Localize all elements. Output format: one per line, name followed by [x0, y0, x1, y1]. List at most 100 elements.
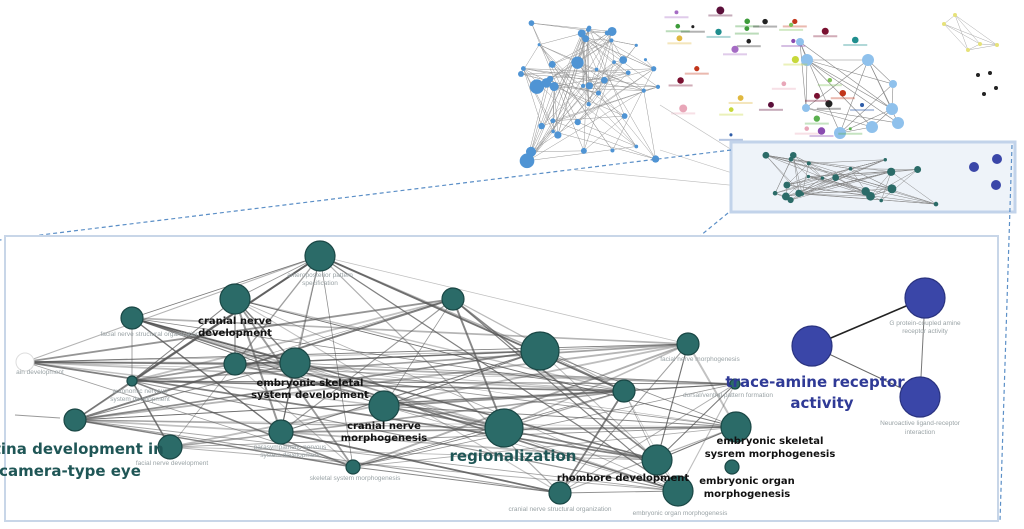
overview-node [580, 83, 586, 89]
node-brain-dev[interactable] [15, 352, 35, 372]
node-facial-nerve-struct[interactable] [120, 306, 144, 330]
overview-edge [520, 73, 599, 94]
overview-edge [643, 90, 656, 160]
edge [234, 343, 689, 365]
overview-node [604, 30, 610, 36]
node-retina[interactable] [63, 408, 87, 432]
edge [234, 298, 354, 468]
overview-node [744, 26, 750, 31]
overview-node [655, 84, 661, 89]
overview-node [554, 131, 562, 139]
overview-node [801, 54, 813, 66]
overview-label-placeholder [684, 72, 709, 75]
overview-node [625, 70, 631, 76]
edge [383, 405, 737, 428]
edge [280, 350, 541, 433]
overview-node [914, 166, 922, 173]
edge [131, 380, 171, 448]
edge [656, 343, 689, 461]
node-facial-morph[interactable] [676, 332, 700, 356]
overview-node [619, 56, 628, 64]
overview-node [675, 23, 681, 29]
edge [677, 383, 736, 492]
node-unlabeled-3[interactable] [612, 379, 636, 403]
node-unlabeled-1[interactable] [223, 352, 247, 376]
overview-edge [604, 72, 629, 81]
overview-label-placeholder [813, 35, 838, 38]
overview-node [827, 77, 833, 83]
edge [24, 361, 236, 365]
overview-edge [786, 163, 810, 186]
edge [234, 363, 354, 468]
overview-edge [799, 41, 893, 110]
node-gpcr-amine[interactable] [904, 277, 946, 319]
overview-node [548, 60, 556, 68]
node-cranial-nerve-dev[interactable] [219, 283, 251, 315]
overview-node [610, 148, 615, 153]
overview-edge [870, 169, 918, 197]
overview-edge [585, 38, 654, 69]
edge [539, 350, 658, 461]
edge [280, 298, 454, 433]
node-dorsal-ventral[interactable] [729, 378, 741, 390]
overview-edge [612, 68, 654, 151]
overview-node [791, 55, 799, 64]
node-parasympathetic[interactable] [268, 419, 294, 445]
node-anteroposterior[interactable] [304, 240, 336, 272]
edge [503, 426, 737, 429]
node-cranial-nerve-morph[interactable] [368, 390, 400, 422]
edge [24, 343, 689, 363]
overview-edge [585, 38, 629, 73]
overview-edge [790, 159, 809, 177]
edge [352, 466, 561, 494]
node-big-node[interactable] [520, 331, 560, 371]
node-emb-organ-morph[interactable] [662, 475, 694, 507]
overview-node [676, 35, 683, 42]
overview-edge [541, 85, 584, 127]
edge [503, 390, 625, 429]
overview-node [813, 115, 820, 122]
overview-node [887, 184, 897, 194]
node-cranial-struct[interactable] [548, 481, 572, 505]
overview-edge [582, 59, 624, 87]
edge [352, 343, 689, 468]
node-emb-skel-dev[interactable] [279, 347, 311, 379]
overview-label-placeholder [719, 113, 744, 116]
overview-edge [786, 184, 871, 197]
node-rhombomere[interactable] [641, 444, 673, 476]
overview-edge [577, 62, 656, 160]
overview-node [783, 181, 791, 189]
overview-edge [539, 33, 582, 45]
overview-node [518, 71, 524, 77]
node-emb-organ-morph-bold[interactable] [724, 459, 740, 475]
overview-node [820, 176, 825, 180]
overview-node [892, 117, 904, 129]
overview-node [772, 190, 778, 196]
node-skel-morph[interactable] [345, 459, 361, 475]
node-emb-skel-morph[interactable] [720, 411, 752, 443]
node-neuroactive[interactable] [899, 376, 941, 418]
overview-edge [553, 131, 656, 160]
edge [319, 255, 689, 345]
overview-node [674, 10, 679, 15]
overview-label-placeholder [771, 87, 796, 90]
node-facial-nerve-dev[interactable] [157, 434, 183, 460]
edge [559, 390, 625, 494]
overview-node [992, 154, 1002, 164]
node-regionalization[interactable] [484, 408, 524, 448]
edge [280, 431, 561, 494]
overview-edge [552, 64, 625, 117]
overview-node [851, 36, 859, 44]
edge [234, 298, 737, 428]
node-label-rhombomere: rhombore development [557, 473, 690, 484]
node-autonomic[interactable] [126, 375, 138, 387]
overview-node [586, 101, 591, 107]
overview-node [634, 144, 639, 149]
overview-node [762, 18, 768, 25]
node-trace-amine[interactable] [791, 325, 833, 367]
overview-label-placeholder [758, 108, 783, 111]
edge [294, 362, 736, 385]
overview-edge [850, 168, 893, 190]
node-unlabeled-2[interactable] [441, 287, 465, 311]
overview-edge [552, 115, 625, 122]
